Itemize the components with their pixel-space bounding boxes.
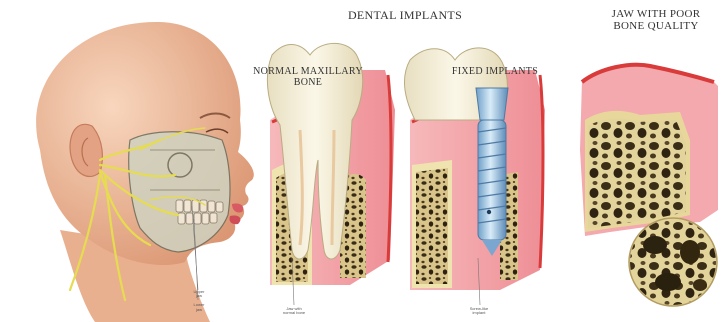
normal-bone-label: NORMAL MAXILLARY BONE — [243, 66, 373, 88]
implant-caption: Screw-like implant — [459, 307, 499, 316]
normal-bone-caption: Jaw with normal bone — [274, 307, 314, 316]
panel-poor-bone — [580, 63, 720, 308]
jaw-caption: Upper jaw Lower jaw — [184, 290, 214, 312]
poor-bone-title: JAW WITH POOR BONE QUALITY — [586, 8, 726, 33]
page-title: DENTAL IMPLANTS — [330, 9, 480, 22]
panel-fixed-implants — [405, 48, 545, 305]
fixed-implants-label: FIXED IMPLANTS — [420, 66, 570, 77]
screw-implant — [476, 88, 508, 256]
